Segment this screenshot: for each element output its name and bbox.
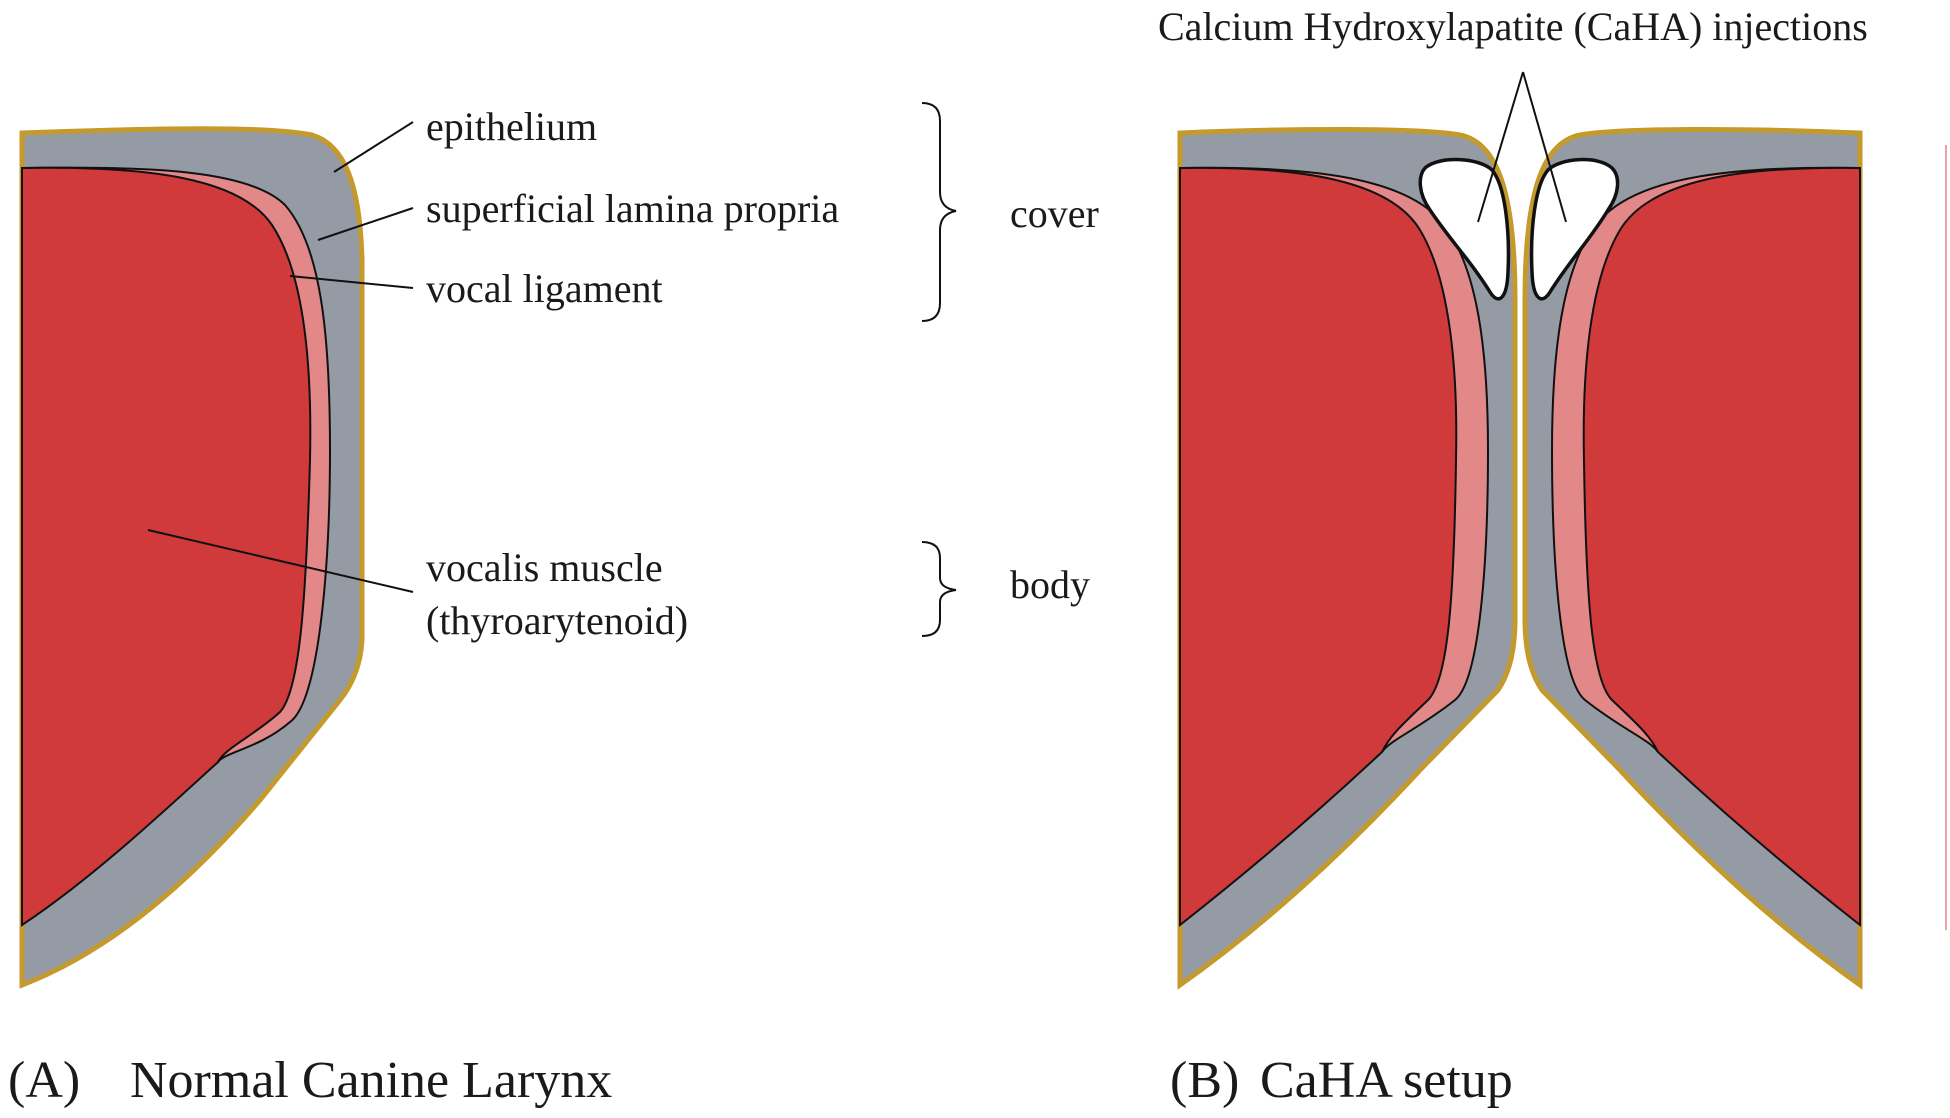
- panel-b-left-vocalis-muscle: [1179, 166, 1458, 928]
- label-superficial-lamina-propria: superficial lamina propria: [426, 186, 839, 231]
- label-vocal-ligament: vocal ligament: [426, 266, 663, 311]
- label-body: body: [1010, 562, 1090, 607]
- brace-body: [921, 541, 957, 637]
- caption-b-title: CaHA setup: [1260, 1052, 1513, 1109]
- leader-epithelium: [333, 121, 414, 173]
- caption-b-letter: (B): [1170, 1052, 1239, 1109]
- label-thyroarytenoid: (thyroarytenoid): [426, 598, 688, 643]
- label-caha-injections: Calcium Hydroxylapatite (CaHA) injection…: [1158, 4, 1868, 49]
- panel-a: epithelium superficial lamina propria vo…: [8, 102, 1099, 1109]
- caption-a-title: Normal Canine Larynx: [130, 1052, 612, 1109]
- leader-vocalis-muscle: [147, 529, 414, 593]
- leader-injection-left: [1477, 71, 1524, 223]
- brace-cover: [921, 102, 957, 322]
- label-epithelium: epithelium: [426, 104, 597, 149]
- leader-vocal-ligament: [289, 275, 414, 289]
- leader-superficial-lamina: [317, 207, 414, 241]
- label-cover: cover: [1010, 191, 1099, 236]
- leader-injection-right: [1522, 71, 1567, 223]
- panel-b-right-vocalis-muscle: [1582, 166, 1861, 928]
- caption-a-letter: (A): [8, 1052, 80, 1109]
- panel-a-vocalis-muscle: [21, 166, 312, 927]
- label-vocalis-muscle: vocalis muscle: [426, 545, 663, 590]
- panel-b: Calcium Hydroxylapatite (CaHA) injection…: [1158, 4, 1947, 1109]
